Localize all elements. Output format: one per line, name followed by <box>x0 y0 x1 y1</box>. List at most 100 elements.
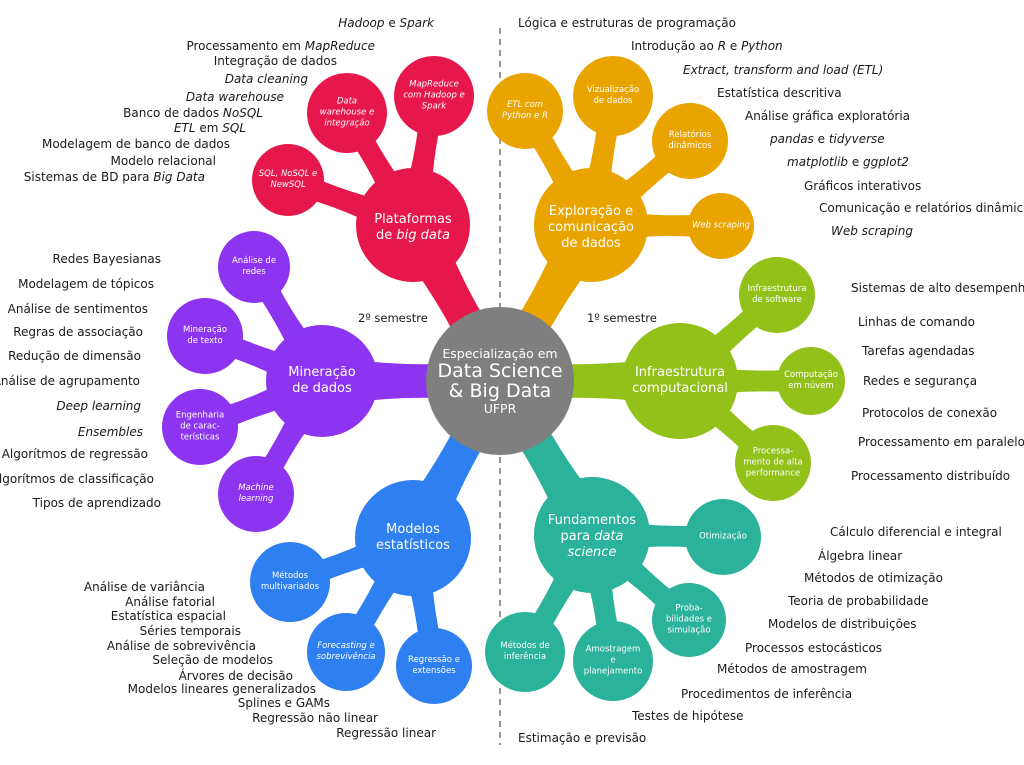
topic-fundamentos-item: Testes de hipótese <box>632 709 744 723</box>
branch-plataformas-node <box>356 168 470 282</box>
branch-fundamentos-line2-italic: data <box>594 529 624 544</box>
topic-plataformas-item: Processamento em MapReduce <box>186 39 375 53</box>
topic-infraestrutura-item: Processamento em paralelo <box>858 435 1024 449</box>
sub-forecasting-sobrevivencia-text: Forecasting e sobrevivência <box>316 641 376 662</box>
topic-fundamentos-item: Estimação e previsão <box>518 731 647 745</box>
topic-exploracao-item: Lógica e estruturas de programação <box>518 16 736 30</box>
branch-plataformas-line2-italic: big data <box>396 228 450 243</box>
sub-mapreduce-hadoop-spark: MapReduce com Hadoop e Spark <box>403 79 465 112</box>
branch-fundamentos-node <box>534 477 650 593</box>
branch-infraestrutura-sub-node-2 <box>735 425 811 501</box>
branch-mineracao-sub-node-3 <box>218 456 294 532</box>
branch-plataformas-sub-node-2 <box>394 56 474 136</box>
branch-plataformas-line2: de big data <box>358 228 468 244</box>
topic-infraestrutura-item: Sistemas de alto desempenho <box>851 281 1024 295</box>
branch-fundamentos-sub-node-3 <box>485 612 565 692</box>
topic-modelos-item: Splines e GAMs <box>237 696 330 710</box>
sub-regressao-extensoes: Regressão e extensões <box>408 655 460 676</box>
topic-exploracao-item: Extract, transform and load (ETL) <box>683 63 884 77</box>
sub-infraestrutura-software: Infraestrutura de software <box>747 284 807 305</box>
branch-exploracao-line2: comunicação <box>547 220 635 235</box>
branch-modelos-node <box>355 480 471 596</box>
center-title-line2: Data Science <box>437 360 563 382</box>
branch-modelos-sub-node-2 <box>396 628 472 704</box>
branch-plataformas-sub-node-1 <box>307 73 387 153</box>
topic-infraestrutura-item: Protocolos de conexão <box>862 406 998 420</box>
topic-mineracao-item: Redução de dimensão <box>8 349 141 363</box>
branch-infraestrutura-line1: Infraestrutura <box>634 365 726 380</box>
topic-mineracao-item: Tipos de aprendizado <box>32 496 161 510</box>
branch-plataformas-label: Plataformas de big data <box>358 212 468 244</box>
topic-plataformas-item: Data cleaning <box>224 72 308 86</box>
sub-otimizacao: Otimização <box>699 531 747 542</box>
sub-relatorios-dinamicos: Relatórios dinâmicos <box>668 130 712 151</box>
topic-exploracao-item: Análise gráfica exploratória <box>745 109 911 123</box>
topic-mineracao-item: Deep learning <box>56 399 141 413</box>
sub-analise-redes: Análise de redes <box>231 256 277 277</box>
branch-exploracao-sub-node-0 <box>487 73 563 149</box>
branch-exploracao-sub-node-3 <box>688 193 754 259</box>
branch-infraestrutura-label: Infraestrutura computacional <box>625 365 735 397</box>
topic-modelos-item: Regressão linear <box>336 726 436 740</box>
topic-mineracao-item: Ensembles <box>77 425 143 439</box>
sub-engenharia-caracteristicas: Engenharia de carac-terísticas <box>175 410 225 443</box>
topic-mineracao-item: Algorítmos de classificação <box>0 472 154 486</box>
branch-modelos-line1: Modelos <box>386 522 440 537</box>
topic-modelos-item: Análise de variância <box>83 580 205 594</box>
center-node <box>426 307 574 455</box>
topic-plataformas-item: Sistemas de BD para Big Data <box>23 170 205 184</box>
branch-mineracao-sub-node-0 <box>218 231 290 303</box>
first-semester-label: 1º semestre <box>587 311 657 325</box>
sub-metodos-inferencia: Métodos de inferência <box>500 641 550 662</box>
sub-processamento-alta-performance: Processa-mento de alta performance <box>743 446 803 479</box>
topic-plataformas-item: Modelagem de banco de dados <box>41 137 230 151</box>
topic-fundamentos-item: Modelos de distribuições <box>768 617 917 631</box>
branch-mineracao-label: Mineração de dados <box>272 365 372 397</box>
topic-exploracao-item: matplotlib e ggplot2 <box>787 155 909 169</box>
topic-mineracao-item: Modelagem de tópicos <box>18 277 154 291</box>
branch-infraestrutura-node <box>622 323 738 439</box>
branch-modelos-sub-node-0 <box>250 542 330 622</box>
topic-infraestrutura-item: Redes e segurança <box>863 374 978 388</box>
center-title-line3: & Big Data <box>448 380 552 402</box>
branch-fundamentos-sub-node-2 <box>573 621 653 701</box>
topic-fundamentos-item: Processos estocásticos <box>745 641 883 655</box>
topic-exploracao-item: Estatística descritiva <box>717 86 842 100</box>
branch-infraestrutura-sub-node-1 <box>777 347 845 415</box>
branch-exploracao-sub-node-1 <box>573 56 653 136</box>
branch-fundamentos-line2-text: para <box>560 529 591 544</box>
topic-plataformas-item: Hadoop e Spark <box>338 16 434 30</box>
branch-modelos-sub-node-1 <box>307 613 385 691</box>
sub-forecasting-sobrevivencia: Forecasting e sobrevivência <box>315 641 377 663</box>
sub-metodos-multivariados: Métodos multivariados <box>260 571 320 592</box>
topic-exploracao-item: Introdução ao R e Python <box>631 39 783 53</box>
topic-mineracao-item: Análise de agrupamento <box>0 374 140 388</box>
branch-mineracao-sub-node-1 <box>167 298 243 374</box>
topic-fundamentos-item: Procedimentos de inferência <box>681 687 853 701</box>
branch-plataformas-sub-node-0 <box>252 144 324 216</box>
branch-modelos-label: Modelos estatísticos <box>358 522 468 554</box>
branch-exploracao-line1: Exploração e <box>548 204 634 219</box>
topic-infraestrutura-item: Processamento distribuído <box>851 469 1011 483</box>
topic-modelos-item: Árvores de decisão <box>178 669 293 683</box>
topic-modelos-item: Análise fatorial <box>125 595 215 609</box>
topic-modelos-item: Seleção de modelos <box>152 653 273 667</box>
topic-modelos-item: Análise de sobrevivência <box>106 639 256 653</box>
topic-fundamentos-item: Métodos de amostragem <box>717 662 867 676</box>
topic-modelos-item: Modelos lineares generalizados <box>127 682 316 696</box>
branch-mineracao-node <box>266 325 378 437</box>
topic-plataformas-item: Banco de dados NoSQL <box>123 106 263 120</box>
branch-fundamentos-line2: para data <box>537 529 647 545</box>
topic-mineracao-item: Redes Bayesianas <box>52 252 161 266</box>
topic-fundamentos-item: Cálculo diferencial e integral <box>830 525 1002 539</box>
topic-infraestrutura-item: Linhas de comando <box>858 315 976 329</box>
sub-amostragem-planejamento: Amostragem e planejamento <box>583 644 643 677</box>
topic-modelos-item: Estatística espacial <box>110 609 226 623</box>
topic-plataformas-item: Data warehouse <box>185 90 284 104</box>
branch-plataformas-line2-pre: de <box>376 228 397 243</box>
topic-plataformas-item: Integração de dados <box>213 54 337 68</box>
second-semester-label: 2º semestre <box>358 311 428 325</box>
center-node-title: Especialização em Data Science & Big Dat… <box>425 346 575 416</box>
branch-fundamentos-line1: Fundamentos <box>547 513 637 528</box>
